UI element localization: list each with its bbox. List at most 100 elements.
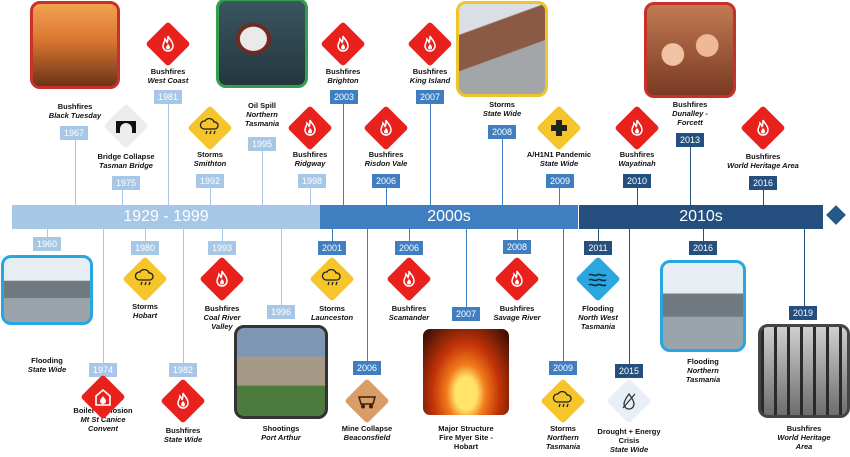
people-photo-icon [644, 2, 736, 98]
drought-icon [606, 378, 652, 424]
event-connector [703, 229, 704, 241]
event-connector [210, 188, 211, 205]
fire-icon [614, 105, 660, 151]
fire-icon [386, 256, 432, 302]
event-year: 1998 [298, 174, 326, 188]
event-title: Flooding [582, 304, 614, 313]
building-fire-photo-icon [420, 326, 512, 418]
event-year: 2013 [676, 133, 704, 147]
event-location: Smithton [193, 159, 227, 168]
event-location: Northern Tasmania [685, 366, 721, 384]
event-location: State Wide [609, 445, 649, 454]
event-location: Northern Tasmania [545, 433, 581, 451]
event-title: Bushfires [745, 152, 781, 161]
event-title: Storms [489, 100, 515, 109]
flood-icon [575, 256, 621, 302]
event-location: Tasman Bridge [99, 161, 153, 170]
event-year: 1995 [248, 137, 276, 151]
event-location: Mt St Canice Convent [80, 415, 126, 433]
event-year: 2008 [488, 125, 516, 139]
event-title: Bushfires [391, 304, 427, 313]
event-title: Bushfires [672, 100, 708, 109]
event-connector [637, 188, 638, 205]
flood-photo-icon [660, 260, 746, 352]
event-connector [183, 229, 184, 363]
event-connector [145, 229, 146, 241]
event-location: Port Arthur [261, 433, 301, 442]
event-title: Boiler Explosion [73, 406, 133, 415]
event-year: 1993 [208, 241, 236, 255]
event-location: State Wide [539, 159, 579, 168]
event-connector [262, 151, 263, 205]
event-year: 2006 [353, 361, 381, 375]
fire-icon [494, 256, 540, 302]
event-location: World Heritage Area [777, 433, 831, 451]
event-connector [222, 229, 223, 241]
mine-cart-icon [344, 378, 390, 424]
event-location: Scamander [388, 313, 430, 322]
event-connector [310, 188, 311, 205]
memorial-photo-icon [234, 325, 328, 419]
event-title: Bushfires [368, 150, 404, 159]
medical-cross-icon [536, 105, 582, 151]
event-year: 1982 [169, 363, 197, 377]
event-year: 1992 [196, 174, 224, 188]
event-title: Flooding [687, 357, 719, 366]
event-year: 1980 [131, 241, 159, 255]
event-connector [517, 229, 518, 240]
event-title: Shootings [262, 424, 300, 433]
event-connector [559, 188, 560, 205]
event-location: King Island [409, 76, 451, 85]
event-title: A/H1N1 Pandemic [526, 150, 592, 159]
fire-icon [363, 105, 409, 151]
event-year: 2007 [416, 90, 444, 104]
event-title: Storms [197, 150, 223, 159]
event-location: North West Tasmania [578, 313, 618, 331]
event-connector [502, 139, 503, 205]
event-title: Storms [319, 304, 345, 313]
event-connector [47, 229, 48, 237]
event-location: Launceston [310, 313, 354, 322]
event-location: State Wide [163, 435, 203, 444]
event-connector [281, 229, 282, 305]
fire-icon [740, 105, 786, 151]
event-connector [168, 104, 169, 205]
event-connector [563, 229, 564, 361]
event-title: Bushfires [412, 67, 448, 76]
event-title: Flooding [31, 356, 63, 365]
fire-icon [407, 21, 453, 67]
era-band-0: 1929 - 1999 [12, 205, 320, 229]
event-title: Mine Collapse [341, 424, 393, 433]
event-title: Storms [132, 302, 158, 311]
event-location: Coal River Valley [203, 313, 241, 331]
event-year: 1981 [154, 90, 182, 104]
storm-icon [309, 256, 355, 302]
fire-icon [287, 105, 333, 151]
storm-icon [187, 105, 233, 151]
event-location: Ridgway [294, 159, 326, 168]
event-year: 2008 [503, 240, 531, 254]
event-year: 2006 [372, 174, 400, 188]
event-location: State Wide [482, 109, 522, 118]
event-connector [763, 190, 764, 205]
explosion-icon [80, 374, 126, 420]
ship-photo-icon [216, 0, 308, 88]
event-title: Bushfires [325, 67, 361, 76]
event-title: Bushfires [499, 304, 535, 313]
